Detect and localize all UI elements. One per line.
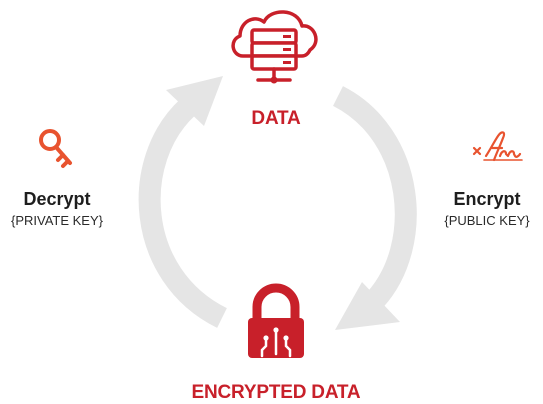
padlock-circuit-icon — [248, 283, 304, 358]
arrow-left-arc — [138, 98, 228, 328]
cycle-arrows — [138, 86, 417, 328]
arrow-head-top-left — [166, 76, 223, 126]
decrypt-title: Decrypt — [23, 189, 91, 209]
encrypt-title: Encrypt — [453, 189, 521, 209]
signature-icon — [472, 131, 523, 162]
cloud-server-icon — [231, 10, 318, 82]
encrypted-data-label: ENCRYPTED DATA — [191, 382, 361, 403]
arrow-right-arc — [332, 86, 417, 308]
encrypt-subtitle: {PUBLIC KEY} — [444, 213, 530, 228]
decrypt-subtitle: {PRIVATE KEY} — [10, 213, 103, 228]
key-icon — [39, 129, 72, 168]
arrow-head-bottom-right — [335, 282, 400, 330]
data-label: DATA — [251, 108, 301, 129]
server-leds — [270, 35, 291, 84]
